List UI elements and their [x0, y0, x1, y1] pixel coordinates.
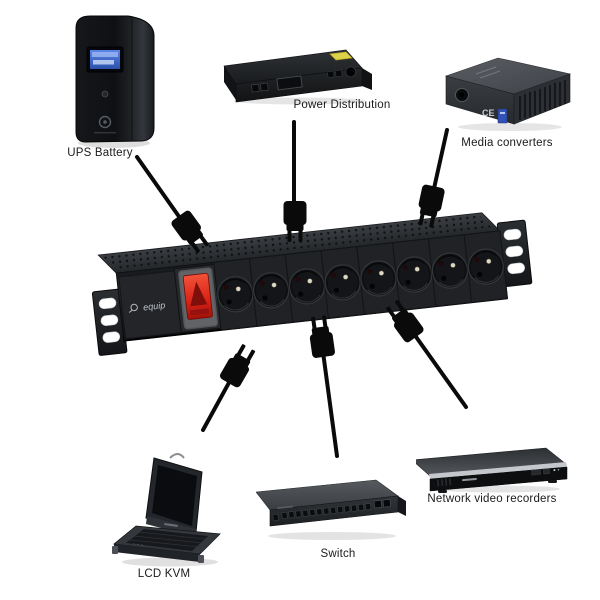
- cable-media-converters: [431, 128, 449, 195]
- ups-brand-logo-dot: [103, 120, 107, 124]
- switch-label: Switch: [320, 548, 356, 560]
- equip-logo-swirl: [128, 309, 133, 313]
- nvr-foot: [548, 480, 557, 483]
- cable-lcd-kvm: [201, 377, 233, 432]
- mc-blue-label-print: [500, 112, 505, 114]
- pd-front-ports: [251, 66, 357, 93]
- kvm-rail-right: [198, 555, 204, 563]
- pd-small-port: [335, 69, 343, 78]
- nvr-silver-strip: [429, 462, 567, 479]
- mc-top-print: [475, 66, 501, 79]
- power-distribution-label: Power Distribution: [293, 99, 391, 111]
- ups-label: UPS Battery: [67, 147, 133, 159]
- equip-logo-icon: [130, 303, 138, 312]
- mc-shadow: [458, 123, 562, 131]
- pd-display-window: [276, 75, 303, 91]
- switch-shadow: [268, 532, 396, 540]
- switch-port-row: [272, 499, 391, 521]
- kvm-screen: [152, 465, 197, 526]
- lcd-kvm-label: LCD KVM: [137, 568, 191, 580]
- pdu-top-perforation: [102, 215, 494, 271]
- pdu-power-switch: [173, 263, 222, 334]
- pd-rj45-port: [251, 83, 260, 93]
- pdu-switch-glyph: [190, 281, 208, 307]
- cable-ups: [135, 155, 182, 220]
- switch-sfp-ports: [281, 503, 372, 519]
- pd-right-endcap: [362, 68, 372, 90]
- ups-lcd-reading: [93, 60, 114, 65]
- media-converter-device: CE: [444, 57, 572, 131]
- mc-vent-slots: [519, 80, 566, 120]
- switch-brand-print: [277, 505, 294, 510]
- pdu-power-strip: equip: [91, 212, 533, 356]
- pdu-brand-logo: equip: [128, 300, 166, 313]
- ups-brand-text-line: [94, 132, 116, 134]
- nvr-front-details: [437, 468, 560, 487]
- power-distribution-device: [223, 49, 372, 105]
- nvr-usb-port: [543, 468, 550, 475]
- power-plug-icon-lcd-kvm: [218, 341, 259, 389]
- ups-lcd-text-row: [92, 52, 118, 57]
- power-cables: [135, 120, 468, 458]
- power-socket-8: [463, 230, 509, 304]
- switch-right-endcap: [398, 496, 406, 516]
- nvr-vent-lines: [437, 478, 452, 487]
- pd-left-side: [224, 66, 236, 100]
- kvm-key-rows: [129, 531, 206, 548]
- kvm-tray-front: [114, 544, 200, 562]
- mc-power-jack-pin: [459, 92, 465, 98]
- ups-power-button: [101, 90, 109, 98]
- nvr-device: [416, 447, 568, 493]
- switch-uplink-port: [382, 499, 391, 508]
- cable-switch: [321, 350, 339, 458]
- pd-shadow: [234, 97, 366, 105]
- ups-battery-device: [75, 15, 155, 148]
- nvr-usb-port: [531, 469, 542, 476]
- pdu-switch-label-strip: [189, 308, 210, 316]
- pd-yellow-sticker: [329, 51, 353, 61]
- switch-uplink-port: [373, 499, 383, 509]
- kvm-rail-left: [112, 546, 118, 554]
- pdu-ear-right-holes: [503, 228, 525, 275]
- pdu-ear-left-holes: [98, 297, 121, 343]
- kvm-handle: [169, 453, 185, 459]
- nvr-led: [557, 468, 560, 471]
- cable-nvr: [412, 332, 468, 409]
- nvr-label: Network video recorders: [427, 493, 557, 505]
- pd-rj45-port: [260, 82, 269, 92]
- nvr-led: [553, 469, 556, 472]
- ups-brand-logo-icon: [98, 115, 112, 129]
- media-converters-label: Media converters: [461, 137, 553, 149]
- pdu-brand-text: equip: [143, 300, 166, 312]
- nvr-foot: [438, 490, 447, 493]
- power-plug-icon-switch: [306, 314, 336, 359]
- pd-small-port: [327, 70, 335, 79]
- mc-ce-mark: CE: [482, 108, 495, 118]
- lcd-kvm-device: [112, 453, 221, 567]
- pd-power-inlet: [345, 66, 357, 78]
- kvm-brand-strip: [164, 523, 178, 527]
- switch-console-port: [272, 513, 279, 521]
- network-switch-device: [256, 479, 406, 540]
- nvr-brand-print: [461, 477, 477, 482]
